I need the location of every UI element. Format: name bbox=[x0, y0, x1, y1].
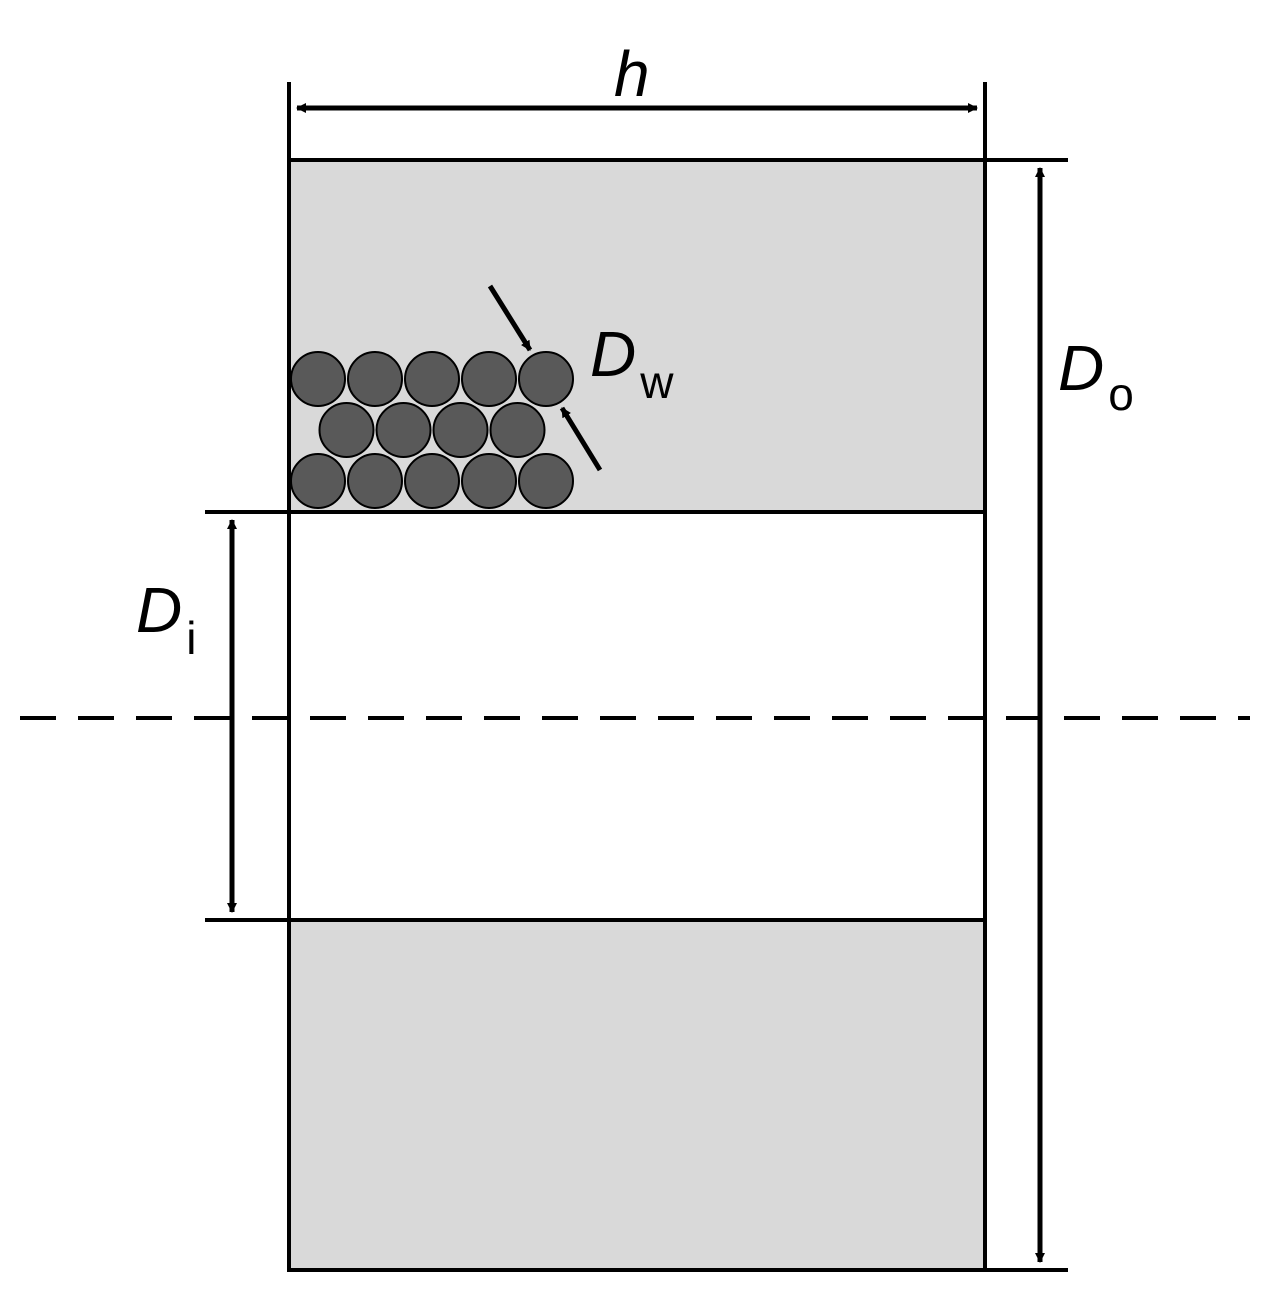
wire-diameter-arrow-lower bbox=[559, 406, 603, 472]
winding-region-bottom bbox=[289, 920, 985, 1270]
wire-diameter-arrow-upper bbox=[487, 284, 533, 352]
outer-diameter-symbol: D bbox=[1058, 332, 1104, 404]
winding-region-top bbox=[289, 160, 985, 512]
wire-cross-section bbox=[347, 351, 403, 407]
wire-cross-section bbox=[404, 453, 460, 509]
wire-cross-section bbox=[461, 351, 517, 407]
inner-diameter-subscript: i bbox=[186, 612, 196, 664]
wire-bundle bbox=[290, 351, 574, 509]
wire-diameter-subscript: w bbox=[639, 356, 674, 408]
wire-cross-section bbox=[347, 453, 403, 509]
wire-cross-section bbox=[518, 351, 574, 407]
wire-cross-section bbox=[318, 402, 375, 458]
wire-cross-section bbox=[290, 453, 346, 509]
inner-diameter-symbol: D bbox=[136, 574, 182, 646]
wire-cross-section bbox=[461, 453, 517, 509]
outer-diameter-subscript: o bbox=[1108, 368, 1134, 420]
wire-cross-section bbox=[290, 351, 346, 407]
wire-diameter-label: Dw bbox=[590, 318, 674, 408]
wire-cross-section bbox=[375, 402, 432, 458]
wire-cross-section bbox=[404, 351, 460, 407]
height-label: h bbox=[614, 38, 650, 110]
wire-cross-section bbox=[489, 402, 546, 458]
wire-cross-section bbox=[518, 453, 574, 509]
outer-diameter-label: Do bbox=[1058, 332, 1134, 420]
wire-diameter-symbol: D bbox=[590, 318, 636, 390]
inner-diameter-label: Di bbox=[136, 574, 196, 664]
wire-cross-section bbox=[432, 402, 489, 458]
